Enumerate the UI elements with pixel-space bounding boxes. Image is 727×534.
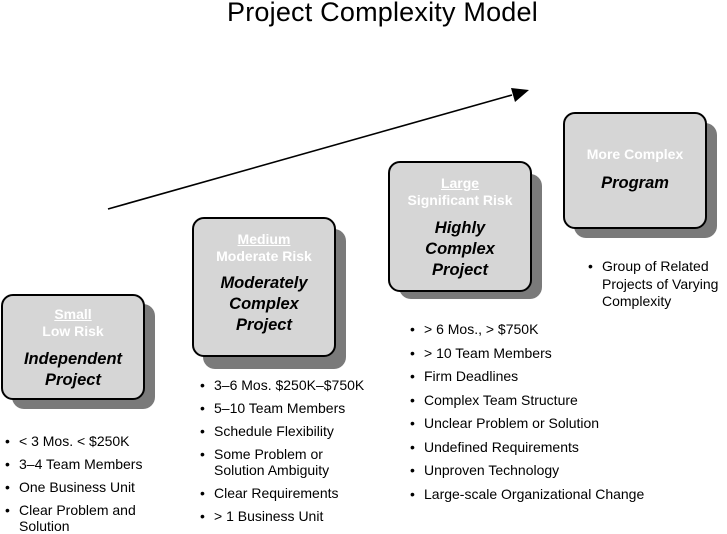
medium-project-type-line: Moderately	[220, 274, 308, 292]
bullet-item: Undefined Requirements	[410, 439, 680, 455]
bullet-item: 5–10 Team Members	[200, 400, 380, 416]
bullet-item: Group of Related Projects of Varying Com…	[588, 258, 726, 311]
diagram-title: Project Complexity Model	[227, 0, 538, 27]
small-bullet-list: < 3 Mos. < $250K 3–4 Team Members One Bu…	[5, 433, 165, 534]
bullet-item: Complex Team Structure	[410, 392, 680, 408]
bullet-item: Schedule Flexibility	[200, 423, 380, 439]
small-risk-label: Low Risk	[42, 323, 104, 339]
bullet-item: Firm Deadlines	[410, 368, 680, 384]
program-bullet-list: Group of Related Projects of Varying Com…	[588, 258, 726, 311]
program-type-line: Program	[601, 174, 669, 192]
medium-size-label: Medium	[237, 231, 291, 247]
large-project-box: Large Significant Risk Highly Complex Pr…	[388, 161, 532, 292]
bullet-item: > 10 Team Members	[410, 345, 680, 361]
small-size-label: Small	[54, 306, 92, 322]
program-box: More Complex Program	[563, 112, 707, 229]
large-project-type-line: Highly	[434, 219, 486, 237]
medium-project-type-line: Complex	[229, 295, 299, 313]
large-project-type-line: Project	[432, 261, 488, 279]
small-project-box: Small Low Risk Independent Project	[1, 294, 145, 400]
bullet-item: One Business Unit	[5, 479, 165, 495]
large-project-type-line: Complex	[425, 240, 495, 258]
bullet-item: < 3 Mos. < $250K	[5, 433, 165, 449]
bullet-item: Clear Problem and Solution	[5, 502, 149, 534]
bullet-item: > 1 Business Unit	[200, 508, 380, 524]
bullet-item: 3–4 Team Members	[5, 456, 165, 472]
small-project-type-line: Project	[45, 371, 101, 389]
large-bullet-list: > 6 Mos., > $750K > 10 Team Members Firm…	[410, 321, 680, 502]
medium-risk-label: Moderate Risk	[216, 248, 312, 264]
bullet-item: Clear Requirements	[200, 485, 380, 501]
bullet-item: Large-scale Organizational Change	[410, 486, 680, 502]
medium-bullet-list: 3–6 Mos. $250K–$750K 5–10 Team Members S…	[200, 377, 380, 524]
bullet-item: > 6 Mos., > $750K	[410, 321, 680, 337]
small-project-type-line: Independent	[23, 350, 123, 368]
bullet-item: Some Problem or Solution Ambiguity	[200, 446, 339, 478]
large-size-label: Large	[440, 175, 480, 191]
medium-project-box: Medium Moderate Risk Moderately Complex …	[192, 217, 336, 357]
large-risk-label: Significant Risk	[407, 192, 513, 208]
medium-project-type-line: Project	[236, 316, 292, 334]
bullet-item: Unclear Problem or Solution	[410, 415, 680, 431]
program-complexity-label: More Complex	[586, 146, 684, 162]
bullet-item: 3–6 Mos. $250K–$750K	[200, 377, 380, 393]
bullet-item: Unproven Technology	[410, 462, 680, 478]
